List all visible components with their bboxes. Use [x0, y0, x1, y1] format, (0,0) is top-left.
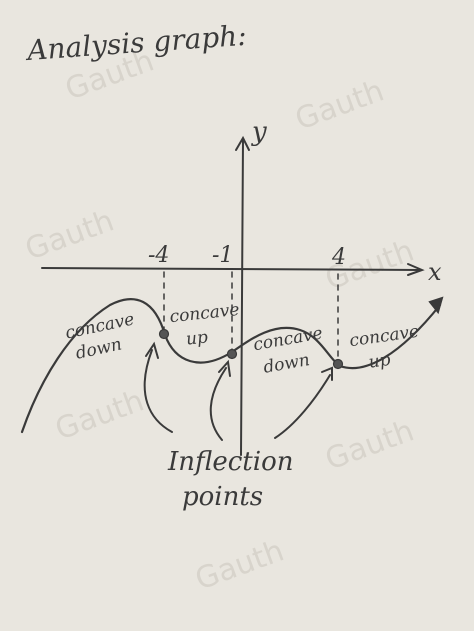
callout-arrowhead-3	[321, 366, 333, 381]
callout-arrow-3	[274, 374, 331, 439]
y-axis-arrow	[235, 135, 250, 151]
inflection-point-neg4	[158, 328, 170, 340]
region-label-line1: concave	[169, 300, 241, 327]
callout-arrowhead-2	[218, 359, 231, 377]
callout-arrow-1	[143, 349, 173, 433]
region-label-line2: up	[367, 350, 392, 373]
tick-label-neg1: -1	[212, 243, 233, 268]
tick-label-pos4: 4	[331, 245, 346, 270]
y-axis	[240, 139, 244, 456]
watermark: Gauth	[21, 203, 119, 267]
x-axis	[41, 267, 421, 271]
watermark: Gauth	[321, 413, 419, 477]
tick-label-neg4: -4	[148, 243, 169, 268]
region-label-line1: concave	[252, 323, 324, 355]
callout-arrowhead-1	[145, 341, 159, 359]
x-axis-label: x	[428, 258, 442, 286]
callout-label-line1: Inflection	[167, 447, 293, 477]
watermark: Gauth	[51, 383, 149, 447]
inflection-point-pos4	[332, 358, 344, 370]
watermark: Gauth	[291, 73, 389, 137]
x-axis-arrow	[407, 263, 425, 276]
region-label-line1: concave	[348, 322, 420, 352]
function-curve	[20, 298, 442, 434]
callout-arrow-2	[209, 367, 227, 441]
y-axis-label: y	[251, 117, 267, 147]
curve-end-arrow	[428, 296, 444, 315]
region-label-line2: up	[185, 327, 209, 349]
inflection-point-neg1	[226, 348, 238, 360]
watermark: Gauth	[191, 533, 289, 597]
callout-label-line2: points	[182, 482, 263, 512]
region-label-line2: down	[262, 350, 311, 378]
